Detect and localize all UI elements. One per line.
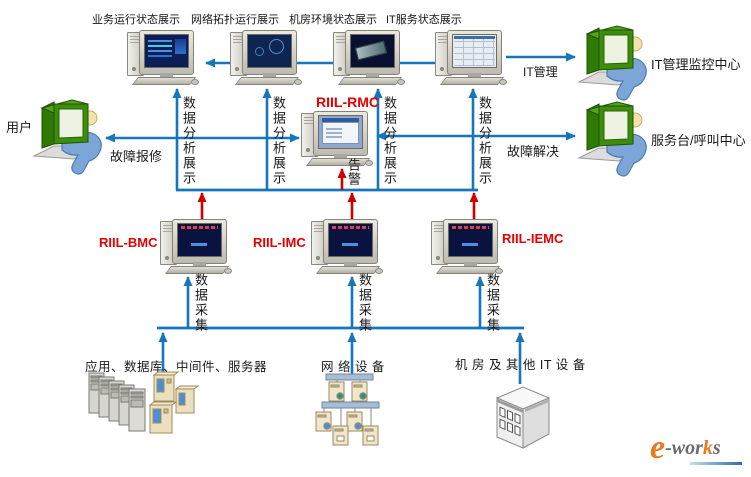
pc-monitor xyxy=(323,219,378,264)
pc-monitor xyxy=(172,219,227,264)
user-terminal-icon xyxy=(32,99,102,175)
label-fault-resolve: 故障解决 xyxy=(507,144,560,159)
label-env-display: 机房环境状态展示 xyxy=(289,14,377,26)
label-business-display: 业务运行状态展示 xyxy=(92,14,180,26)
alarm-lines xyxy=(197,168,479,222)
logo-wor: -wor xyxy=(665,437,703,459)
label-itservice-display: IT服务状态展示 xyxy=(386,14,462,26)
logo-underline xyxy=(690,462,742,465)
riil-bmc-pc-icon xyxy=(160,219,232,275)
display-pc-itservice-icon xyxy=(435,30,507,86)
pc-monitor xyxy=(242,30,297,75)
fault-flow-lines xyxy=(105,131,576,143)
label-riil-bmc: RIIL-BMC xyxy=(99,235,158,250)
label-service-desk: 服务台/呼叫中心 xyxy=(651,133,746,148)
pc-monitor xyxy=(345,30,400,75)
label-data-analysis-4: 数据分析展示 xyxy=(477,96,492,186)
display-pc-topology-icon xyxy=(230,30,302,86)
riil-iemc-pc-icon xyxy=(431,219,503,275)
label-data-collect-1: 数据采集 xyxy=(193,273,208,333)
label-fault-report: 故障报修 xyxy=(110,149,163,164)
label-alarm: 告警 xyxy=(346,158,361,186)
label-user: 用户 xyxy=(6,120,33,135)
logo-k: k xyxy=(702,437,713,459)
label-riil-iemc: RIIL-IEMC xyxy=(502,231,564,246)
riil-rmc-pc-icon xyxy=(301,111,373,167)
it-center-terminal-icon xyxy=(577,25,647,101)
pc-monitor xyxy=(443,219,498,264)
label-data-analysis-3: 数据分析展示 xyxy=(382,96,397,186)
data-collect-lines xyxy=(157,276,525,400)
label-data-collect-2: 数据采集 xyxy=(357,273,372,333)
logo-s: s xyxy=(712,437,721,459)
label-it-center: IT管理监控中心 xyxy=(651,57,741,72)
label-riil-imc: RIIL-IMC xyxy=(253,235,306,250)
label-topology-display: 网络拓扑运行展示 xyxy=(191,14,279,26)
label-it-manage: IT管理 xyxy=(523,65,558,79)
service-desk-terminal-icon xyxy=(577,101,647,177)
label-data-analysis-2: 数据分析展示 xyxy=(271,96,286,186)
pc-monitor xyxy=(139,30,194,75)
pc-monitor xyxy=(313,111,368,156)
top-row-links xyxy=(205,52,576,68)
network-topology-icon xyxy=(315,373,380,446)
logo-e: e xyxy=(650,429,666,466)
label-data-collect-3: 数据采集 xyxy=(485,273,500,333)
server-stack-icon xyxy=(88,371,200,434)
eworks-logo: e-works xyxy=(650,431,742,465)
label-data-analysis-1: 数据分析展示 xyxy=(181,96,196,186)
building-icon xyxy=(495,386,551,449)
display-pc-business-icon xyxy=(127,30,199,86)
label-network-group: 网 络 设 备 xyxy=(321,360,385,374)
label-servers-group: 应用、数据库、中间件、服务器 xyxy=(85,360,268,374)
label-riil-rmc: RIIL-RMC xyxy=(316,94,379,110)
label-facility-group: 机 房 及 其 他 IT 设 备 xyxy=(455,358,586,372)
pc-monitor xyxy=(447,30,502,75)
riil-imc-pc-icon xyxy=(311,219,383,275)
display-pc-env-icon xyxy=(333,30,405,86)
